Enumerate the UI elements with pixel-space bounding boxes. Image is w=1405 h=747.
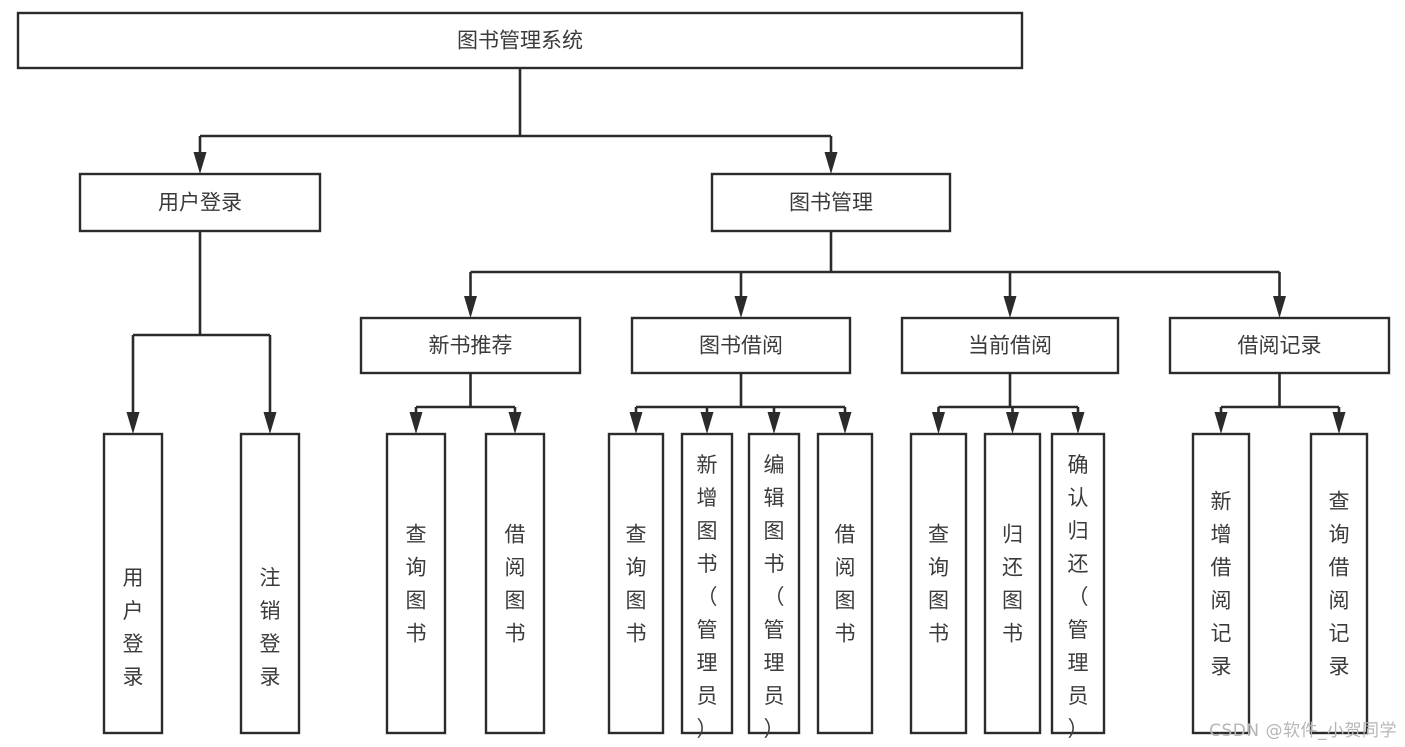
arrow-head-icon (838, 412, 852, 434)
node-current-borrow[interactable]: 当前借阅 (900, 316, 1120, 375)
node-box (909, 432, 968, 735)
node-label: 图书借阅 (699, 334, 783, 358)
arrow-head-icon (1071, 412, 1085, 434)
node-box (359, 316, 582, 375)
arrow-head-icon (193, 152, 207, 174)
node-box (102, 432, 164, 735)
node-leaf-add-book[interactable]: 新增图书（管理员） (680, 432, 734, 741)
node-label: 新增借阅记录 (1211, 490, 1232, 679)
node-leaf-edit-book[interactable]: 编辑图书（管理员） (747, 432, 801, 741)
node-label: 用户登录 (123, 566, 144, 689)
node-leaf-return-book[interactable]: 归还图书 (983, 432, 1042, 735)
arrow-head-icon (409, 412, 423, 434)
node-label: 确认归还（管理员） (1068, 453, 1089, 741)
node-layer: 图书管理系统用户登录图书管理新书推荐图书借阅当前借阅借阅记录用户登录注销登录查询… (16, 11, 1391, 741)
node-box (1050, 432, 1106, 735)
node-box (1191, 432, 1251, 735)
arrow-head-icon (508, 412, 522, 434)
node-box (1168, 316, 1391, 375)
node-label: 注销登录 (260, 566, 281, 689)
node-leaf-query-book-2[interactable]: 查询图书 (607, 432, 665, 735)
node-root[interactable]: 图书管理系统 (16, 11, 1024, 70)
node-box (16, 11, 1024, 70)
node-book-borrow[interactable]: 图书借阅 (630, 316, 852, 375)
node-box (484, 432, 546, 735)
arrow-head-icon (1273, 296, 1286, 318)
node-leaf-add-record[interactable]: 新增借阅记录 (1191, 432, 1251, 735)
node-box (239, 432, 301, 735)
node-label: 查询图书 (626, 523, 647, 646)
node-leaf-logout[interactable]: 注销登录 (239, 432, 301, 735)
node-label: 借阅图书 (505, 523, 526, 646)
node-box (983, 432, 1042, 735)
arrow-head-icon (734, 296, 748, 318)
node-box (607, 432, 665, 735)
node-user-login[interactable]: 用户登录 (78, 172, 322, 233)
node-borrow-record[interactable]: 借阅记录 (1168, 316, 1391, 375)
node-box (816, 432, 874, 735)
node-label: 新书推荐 (429, 334, 513, 358)
node-label: 用户登录 (158, 191, 242, 215)
node-label: 查询图书 (928, 523, 949, 646)
node-label: 归还图书 (1002, 523, 1023, 646)
node-label: 当前借阅 (968, 334, 1052, 358)
node-box (385, 432, 447, 735)
node-leaf-query-book-1[interactable]: 查询图书 (385, 432, 447, 735)
arrow-head-icon (824, 152, 838, 174)
node-leaf-borrow-book-1[interactable]: 借阅图书 (484, 432, 546, 735)
node-box (630, 316, 852, 375)
node-label: 图书管理系统 (457, 29, 583, 53)
node-label: 新增图书（管理员） (697, 453, 718, 741)
node-box (1309, 432, 1369, 735)
node-box (710, 172, 952, 233)
arrow-head-icon (767, 412, 781, 434)
connector-layer (126, 68, 1346, 434)
arrow-head-icon (1006, 412, 1019, 434)
node-leaf-borrow-book-2[interactable]: 借阅图书 (816, 432, 874, 735)
arrow-head-icon (126, 412, 140, 434)
node-box (900, 316, 1120, 375)
node-leaf-query-book-3[interactable]: 查询图书 (909, 432, 968, 735)
node-box (747, 432, 801, 735)
node-leaf-confirm-return[interactable]: 确认归还（管理员） (1050, 432, 1106, 741)
node-label: 编辑图书（管理员） (764, 453, 785, 741)
arrow-head-icon (263, 412, 277, 434)
node-box (680, 432, 734, 735)
arrow-head-icon (932, 412, 945, 434)
arrow-head-icon (1214, 412, 1228, 434)
node-leaf-user-login[interactable]: 用户登录 (102, 432, 164, 735)
node-book-manage[interactable]: 图书管理 (710, 172, 952, 233)
node-box (78, 172, 322, 233)
node-label: 查询图书 (406, 523, 427, 646)
arrow-head-icon (1332, 412, 1346, 434)
node-label: 查询借阅记录 (1329, 490, 1350, 679)
node-label: 借阅图书 (835, 523, 856, 646)
arrow-head-icon (1003, 296, 1017, 318)
node-leaf-query-record[interactable]: 查询借阅记录 (1309, 432, 1369, 735)
node-label: 图书管理 (789, 191, 873, 215)
arrow-head-icon (700, 412, 714, 434)
node-label: 借阅记录 (1238, 334, 1322, 358)
watermark-label: CSDN @软件_小贺同学 (1209, 721, 1397, 741)
node-new-book-recommend[interactable]: 新书推荐 (359, 316, 582, 375)
arrow-head-icon (629, 412, 643, 434)
arrow-head-icon (464, 296, 477, 318)
